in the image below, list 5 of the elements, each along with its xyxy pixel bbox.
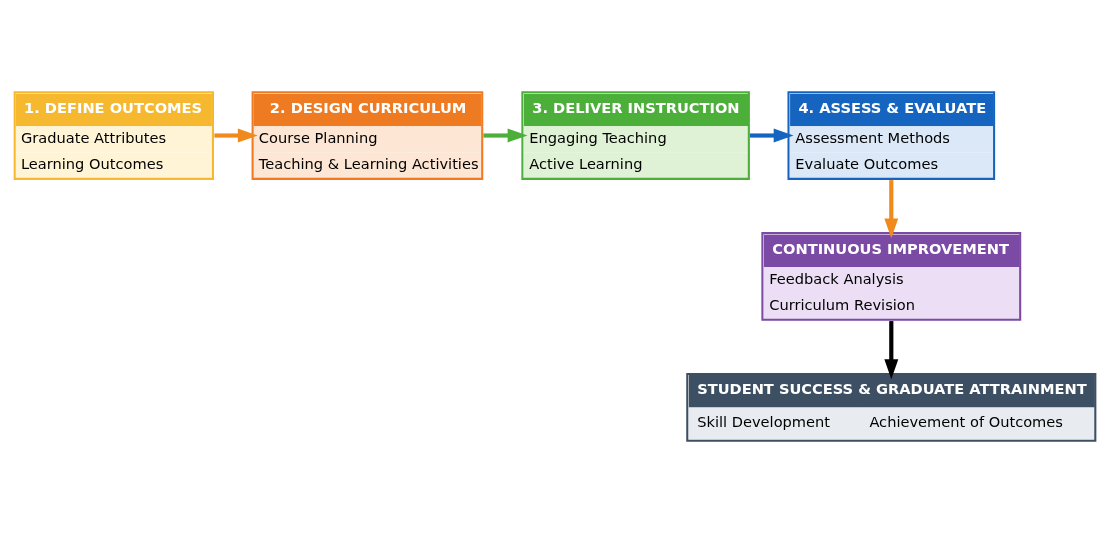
arrow bbox=[214, 128, 258, 143]
arrow bbox=[884, 180, 899, 239]
arrow bbox=[750, 128, 794, 143]
arrow bbox=[884, 321, 899, 380]
arrow bbox=[483, 128, 528, 143]
